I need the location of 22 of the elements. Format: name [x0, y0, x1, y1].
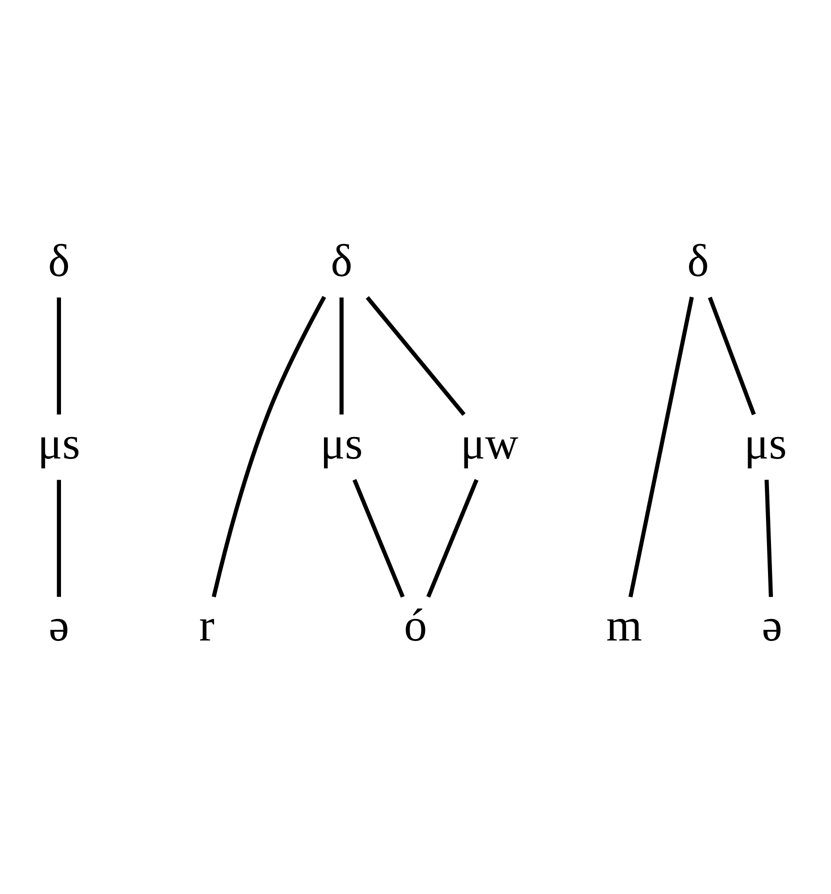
connector: [56, 297, 61, 415]
node-text: m: [606, 600, 642, 651]
node-text: ə: [762, 600, 782, 651]
node-text: r: [199, 600, 214, 651]
node-text: μw: [460, 417, 518, 468]
node-text: μs: [320, 417, 363, 468]
connector: [628, 296, 694, 598]
node-text: μs: [38, 417, 80, 468]
node-text: μs: [744, 417, 787, 468]
connector: [708, 296, 756, 416]
node-text: δ: [48, 234, 70, 286]
connector: [352, 479, 405, 598]
connector: [212, 296, 326, 598]
node-text: ó: [404, 600, 427, 651]
connector: [764, 480, 773, 597]
node-text: δ: [687, 234, 709, 286]
node-text: δ: [330, 234, 352, 286]
connector: [366, 296, 466, 416]
connector: [56, 480, 61, 597]
connector: [340, 297, 344, 415]
connector: [426, 479, 478, 598]
node-text: ə: [48, 600, 70, 651]
